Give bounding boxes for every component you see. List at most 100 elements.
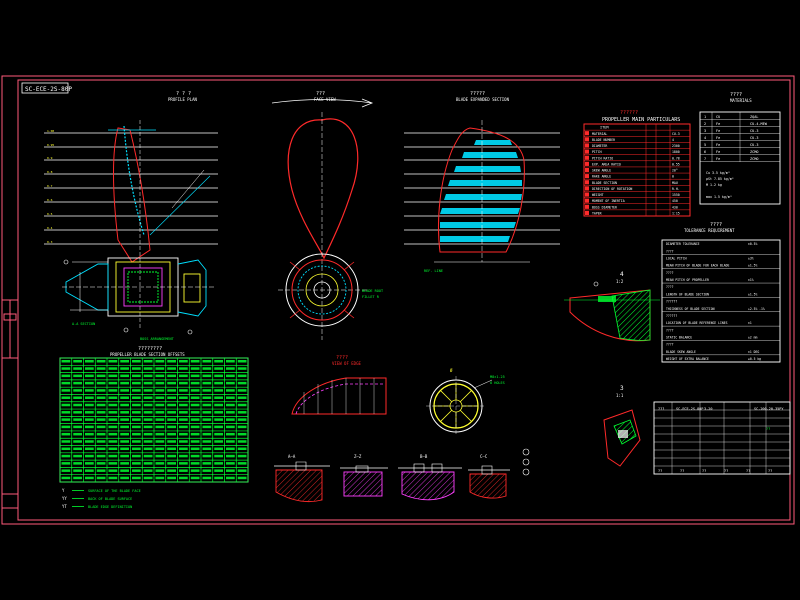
tolerance-item: LENGTH OF BLADE SECTION — [666, 292, 709, 296]
svg-text:BOSS ARRANGEMENT: BOSS ARRANGEMENT — [140, 337, 175, 341]
materials-symbol: Fe — [716, 143, 720, 147]
blade-section-view: ????? BLADE EXPANDED SECTION REF. LINE — [404, 91, 560, 273]
particulars-value: 0.78 — [672, 156, 680, 160]
tolerance-item: ?????? — [666, 300, 677, 304]
detail-4-scale: 1:2 — [616, 279, 624, 284]
tolerance-row: WEIGHT OF EXTRA BALANCE≤0.5 kg — [662, 357, 780, 363]
title-block: ??? SC-ECE-2S-80P 3-20 SC-200-20-35PY ??… — [653, 401, 791, 475]
legend-item: Y SURFACE OF THE BLADE FACE — [62, 488, 141, 493]
materials-note: max 1.5 kg/m³ — [706, 195, 732, 199]
tolerance-item: ???? — [666, 343, 674, 347]
particulars-table: ?????? PROPELLER MAIN PARTICULARS ITEMMA… — [583, 110, 691, 217]
tolerance-value: ≤0.5 kg — [748, 357, 761, 361]
title-footer-cell: ?? — [702, 469, 706, 473]
section-a-a: A—A — [274, 454, 330, 503]
particulars-item: WEIGHT — [592, 193, 604, 197]
tolerance-row: ???? — [666, 328, 674, 332]
legend-symbol: Y — [62, 488, 65, 493]
section-c-label: C—C — [480, 454, 488, 459]
detail-4-label: 4 — [620, 271, 624, 278]
svg-text:1.00: 1.00 — [47, 129, 54, 133]
particulars-title-cn: ?????? — [620, 110, 638, 116]
tolerance-title-cn: ???? — [710, 222, 722, 228]
particulars-value: 20° — [672, 169, 678, 173]
tolerance-row: ???? — [666, 271, 674, 275]
particulars-value: 2300 — [672, 144, 680, 148]
svg-text:BLADE ROOT: BLADE ROOT — [362, 289, 384, 293]
tolerance-row: LOCATION OF BLADE REFERENCE LINES±1 — [662, 321, 780, 327]
particulars-item: MOMENT OF INERTIA — [592, 199, 625, 203]
particulars-value: 1800 — [672, 150, 680, 154]
svg-text:FILLET R: FILLET R — [362, 295, 380, 299]
materials-index: 6 — [704, 150, 706, 154]
tolerance-item: ???? — [666, 249, 674, 253]
section-b-b: B—B — [398, 454, 462, 501]
tolerance-value: ±1.5% — [748, 264, 757, 268]
legend-text: BACK OF BLADE SURFACE — [88, 497, 132, 501]
tolerance-item: BLADE SKEW ANGLE — [666, 350, 696, 354]
legend-text: SURFACE OF THE BLADE FACE — [88, 489, 141, 493]
materials-symbol: Fe — [716, 157, 720, 161]
title-block-cell-0: ??? — [658, 407, 664, 411]
tolerance-table: ???? TOLERANCE REQUIREMENT DIAMETER TOLE… — [661, 222, 781, 363]
tolerance-row: BLADE SKEW ANGLE±1 DEG — [662, 350, 780, 356]
tolerance-value: ±2 mm — [748, 335, 757, 339]
profile-plan-title-cn: ? ? ? — [176, 91, 191, 97]
offsets-title-en: PROPELLER BLADE SECTION OFFSETS — [110, 352, 185, 357]
svg-text:8 HOLES: 8 HOLES — [490, 381, 505, 385]
particulars-row: DIRECTION OF ROTATION R.H. — [585, 186, 680, 191]
title-footer-cell: ?? — [658, 469, 662, 473]
svg-text:0.8: 0.8 — [47, 170, 53, 174]
detail-3-scale: 1:1 — [616, 393, 624, 398]
title-block-cell-2: 3-20 — [704, 407, 712, 411]
particulars-item: SKEW ANGLE — [592, 169, 611, 173]
particulars-value: R.H. — [672, 187, 680, 191]
detail-4: 4 1:2 — [564, 271, 660, 342]
svg-text:0.4: 0.4 — [47, 226, 53, 230]
blade-section-title-en: BLADE EXPANDED SECTION — [456, 97, 510, 102]
particulars-value: CU-3 — [672, 132, 680, 136]
materials-note: ρSt 7.85 kg/m³ — [706, 177, 734, 181]
materials-grade: ZCMO — [750, 157, 758, 161]
materials-symbol: Fe — [716, 129, 720, 133]
materials-note: Cu 3.5 kg/m³ — [706, 171, 730, 175]
tolerance-row: ???? — [666, 285, 674, 289]
title-footer-cell: ?? — [746, 469, 750, 473]
svg-text:0.6: 0.6 — [47, 198, 53, 202]
drawing-number-box: SC-ECE-2S-80P — [21, 82, 72, 94]
particulars-item: DIRECTION OF ROTATION — [592, 187, 632, 191]
offsets-title-cn: ???????? — [138, 346, 162, 352]
tolerance-item: MEAN PITCH OF PROPELLER — [666, 278, 709, 282]
particulars-item: BLADE NUMBER — [592, 138, 615, 142]
materials-symbol: CU — [716, 115, 720, 119]
tolerance-row: DIAMETER TOLERANCE±0.5% — [666, 242, 757, 246]
svg-text:0.9: 0.9 — [47, 156, 53, 160]
svg-text:0.7: 0.7 — [47, 184, 53, 188]
materials-symbol: Fe — [716, 136, 720, 140]
face-view: ??? FACE VIEW BLADE ROOT FILLET R — [271, 91, 384, 340]
materials-index: 5 — [704, 143, 706, 147]
tolerance-row: ???? — [666, 343, 674, 347]
tolerance-row: MEAN PITCH OF PROPELLER±1% — [662, 278, 780, 284]
materials-note: M 1.2 kg — [706, 183, 722, 187]
title-footer-cell: ?? — [724, 469, 728, 473]
particulars-value: 450 — [672, 199, 678, 203]
tolerance-item: THICKNESS OF BLADE SECTION — [666, 307, 715, 311]
particulars-value: 0 — [672, 175, 674, 179]
tolerance-value: ±1.5% — [748, 292, 757, 296]
tolerance-value: ±1 — [748, 321, 752, 325]
